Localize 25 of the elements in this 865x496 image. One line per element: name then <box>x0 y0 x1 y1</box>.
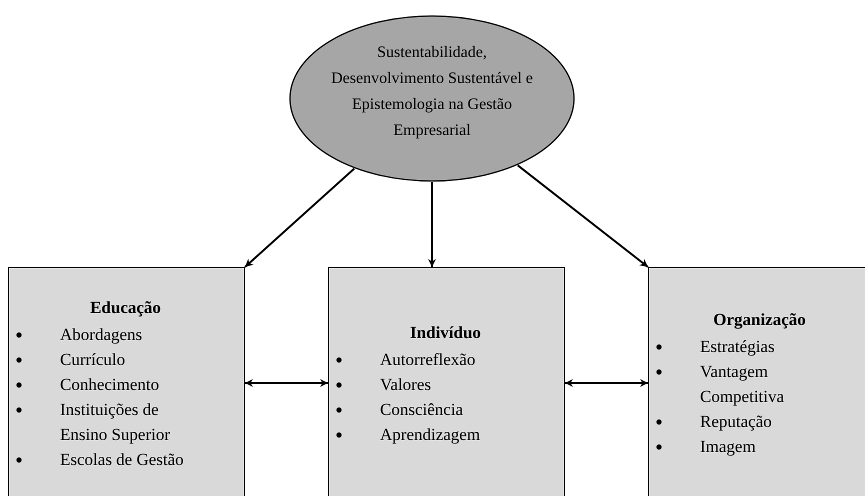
category-heading: Organização <box>712 309 807 331</box>
category-heading: Indivíduo <box>409 322 482 344</box>
category-heading: Educação <box>89 296 162 318</box>
list-item: Escolas de Gestão <box>60 448 184 470</box>
category-box <box>8 267 245 496</box>
arrow <box>428 182 436 267</box>
arrow <box>517 164 649 268</box>
list-item: Instituições de Ensino Superior <box>60 398 172 446</box>
list-item: Imagem <box>700 436 756 458</box>
category-box <box>648 267 865 496</box>
list-item: Estratégias <box>700 336 775 358</box>
list-item: Consciência <box>380 398 464 420</box>
arrow <box>244 168 355 268</box>
category-box <box>328 267 565 496</box>
list-item: Valores <box>380 374 431 396</box>
list-item: Conhecimento <box>60 374 160 396</box>
list-item: Autorreflexão <box>380 348 476 370</box>
list-item: Vantagem Competitiva <box>700 361 786 408</box>
list-item: Aprendizagem <box>380 424 480 446</box>
list-item: Currículo <box>60 348 126 370</box>
list-item: Reputação <box>700 411 772 433</box>
arrow <box>565 379 648 387</box>
list-item: Abordagens <box>60 324 142 346</box>
topic-text: Sustentabilidade, Desenvolvimento Sustentável e Epistemologia na Gestão Empresarial <box>330 42 534 140</box>
arrow <box>245 379 328 387</box>
